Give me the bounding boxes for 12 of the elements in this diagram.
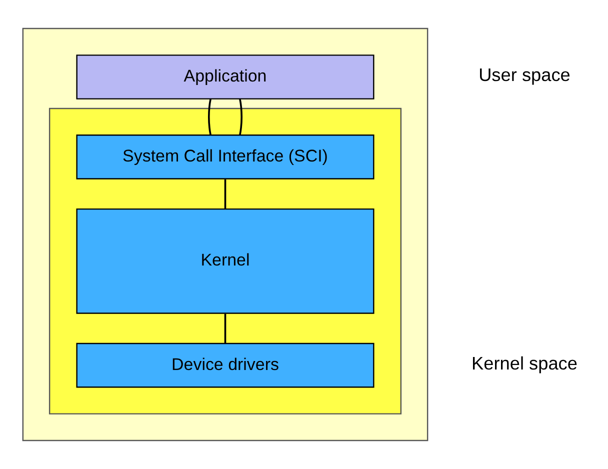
cluster	[22, 28, 428, 442]
node-box: Kernel	[76, 208, 374, 314]
node-box: Device drivers	[76, 342, 374, 388]
label: User space	[478, 65, 570, 86]
connector	[239, 98, 242, 136]
node-box: System Call Interface (SCI)	[76, 134, 374, 180]
connector	[208, 98, 212, 136]
node-box: Application	[76, 54, 374, 100]
connector	[224, 179, 226, 209]
cluster	[48, 108, 402, 414]
connector	[224, 314, 226, 344]
label: Kernel space	[472, 354, 578, 374]
